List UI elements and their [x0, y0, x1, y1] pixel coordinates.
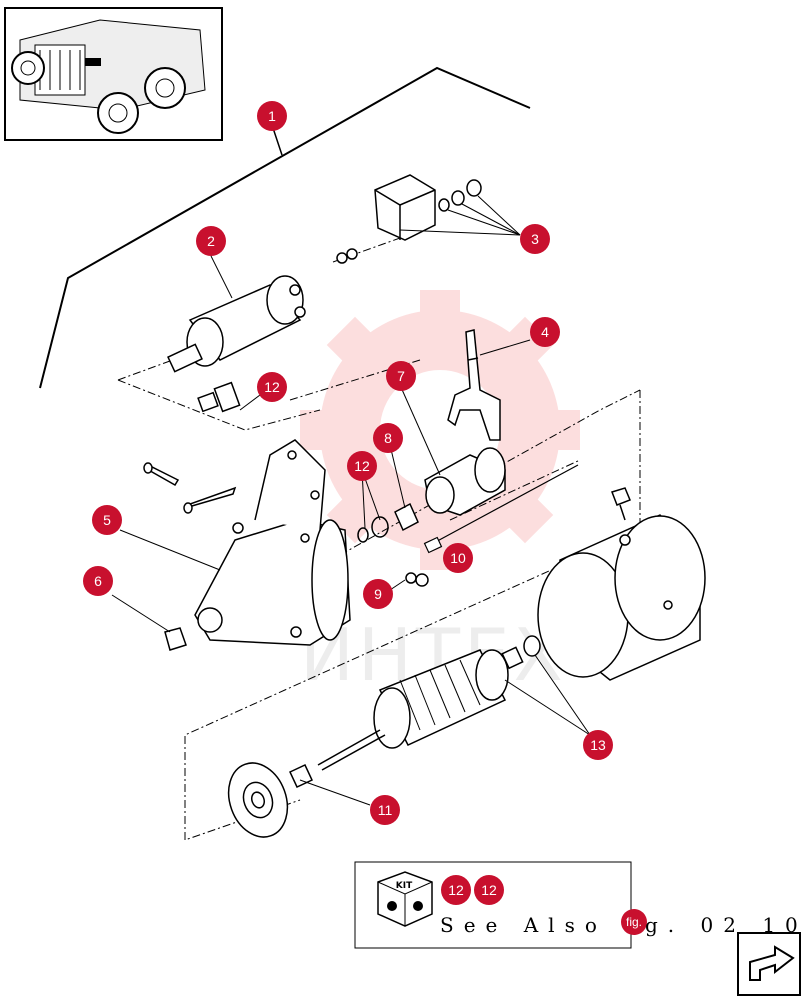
- callout-2[interactable]: 2: [196, 226, 226, 256]
- svg-text:3: 3: [531, 231, 539, 247]
- vehicle-thumbnail: [4, 7, 223, 141]
- guide-lines: [117, 237, 641, 841]
- callout-13[interactable]: 13: [583, 730, 613, 760]
- callout-8[interactable]: 8: [373, 423, 403, 453]
- washer-part-13: [523, 635, 541, 657]
- kit-icon: KIT: [377, 871, 433, 927]
- next-page-arrow-icon[interactable]: [737, 932, 801, 996]
- svg-text:fig.: fig.: [626, 915, 642, 929]
- svg-text:10: 10: [450, 550, 466, 566]
- svg-text:2: 2: [207, 233, 215, 249]
- armature-part: [317, 646, 524, 771]
- callout-7[interactable]: 7: [386, 361, 416, 391]
- svg-text:6: 6: [94, 573, 102, 589]
- long-bolt-part: [423, 464, 579, 554]
- callout-1[interactable]: 1: [257, 101, 287, 131]
- field-frame-part: [537, 487, 706, 681]
- fig-link[interactable]: fig.: [621, 909, 647, 935]
- svg-text:9: 9: [374, 586, 382, 602]
- see-also-text: See Also: [440, 913, 607, 937]
- snap-ring-part: [357, 516, 389, 543]
- svg-text:7: 7: [397, 368, 405, 384]
- callout-5[interactable]: 5: [92, 505, 122, 535]
- washer-part-9: [405, 572, 429, 587]
- drive-housing-part: [194, 439, 351, 646]
- shift-fork-part: [447, 329, 501, 441]
- callout-4[interactable]: 4: [530, 317, 560, 347]
- through-bolt-part: [143, 462, 237, 514]
- svg-text:11: 11: [378, 802, 393, 818]
- kit-reference-box: KIT 12 12 See Also fig. g. 02 10: [354, 861, 798, 949]
- callout-9[interactable]: 9: [363, 579, 393, 609]
- brush-part: [197, 381, 241, 413]
- leader-lines-13: [504, 654, 591, 736]
- bushing-part-11: [289, 764, 313, 788]
- callout-12-rings[interactable]: 12: [347, 451, 377, 481]
- svg-text:1: 1: [268, 108, 276, 124]
- pinion-drive-part: [424, 447, 506, 516]
- svg-text:12: 12: [264, 379, 280, 395]
- bushing-part: [164, 627, 187, 651]
- leader-lines-3: [399, 195, 521, 236]
- solenoid-part: [167, 248, 358, 373]
- svg-text:12: 12: [481, 882, 497, 898]
- svg-text:8: 8: [384, 430, 392, 446]
- end-plate-part: [227, 762, 289, 838]
- svg-text:4: 4: [541, 324, 549, 340]
- callout-11[interactable]: 11: [370, 795, 400, 825]
- callout-6[interactable]: 6: [83, 566, 113, 596]
- assembly-bracket: [39, 66, 531, 389]
- svg-text:12: 12: [448, 882, 464, 898]
- callout-12-brushes[interactable]: 12: [257, 372, 287, 402]
- svg-text:13: 13: [590, 737, 606, 753]
- svg-text:5: 5: [103, 512, 111, 528]
- terminal-cover-part: [374, 174, 482, 241]
- svg-text:12: 12: [354, 458, 370, 474]
- callout-3[interactable]: 3: [520, 224, 550, 254]
- kit-callout-1[interactable]: 12: [441, 875, 471, 905]
- callout-10[interactable]: 10: [443, 543, 473, 573]
- svg-text:KIT: KIT: [396, 881, 413, 891]
- kit-callout-2[interactable]: 12: [474, 875, 504, 905]
